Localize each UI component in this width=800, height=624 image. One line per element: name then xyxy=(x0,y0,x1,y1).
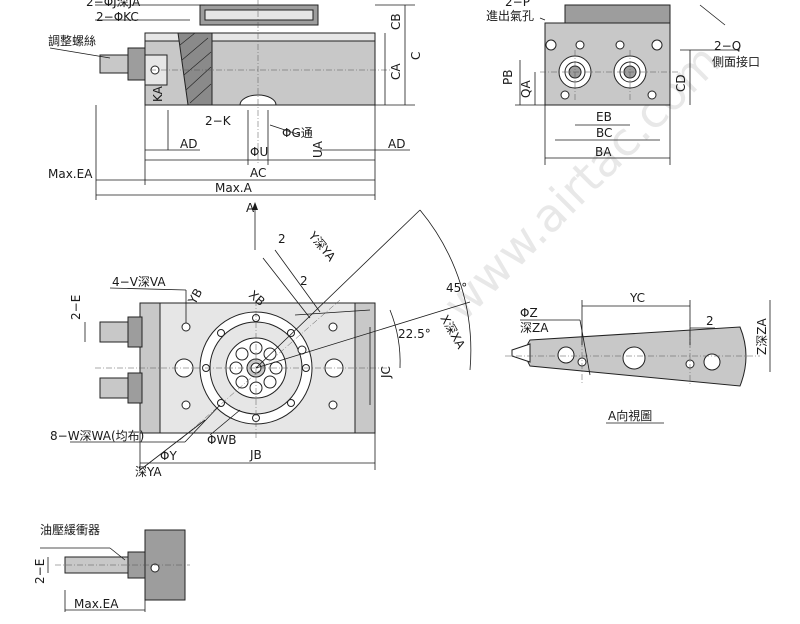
label-two-b: 2 xyxy=(300,274,308,288)
label-wb: ΦWB xyxy=(207,433,237,447)
label-ua: UA xyxy=(311,140,325,158)
label-ka: KA xyxy=(151,85,165,102)
label-y: ΦY xyxy=(160,449,177,463)
label-cd: CD xyxy=(674,74,688,92)
label-ad-left: AD xyxy=(180,137,197,151)
label-oil-buffer: 油壓緩衝器 xyxy=(40,523,100,537)
front-top-strip xyxy=(144,32,376,42)
label-two-a: 2 xyxy=(278,232,286,246)
top-view: 4−V深VA 2−E YB XB 2 Y深YA 2 45° X深XA 22.5°… xyxy=(50,209,472,479)
side-table xyxy=(564,4,671,24)
label-ad-right: AD xyxy=(388,137,405,151)
label-angle-22: 22.5° xyxy=(398,327,431,341)
label-two: 2 xyxy=(706,314,714,328)
label-z-za: Z深ZA xyxy=(755,318,769,355)
front-table-ridge xyxy=(204,9,314,21)
label-g-through: ΦG通 xyxy=(282,126,313,140)
front-section-hatch xyxy=(177,32,213,106)
label-w-depth: 8−W深WA(均布) xyxy=(50,429,144,443)
label-u: ΦU xyxy=(250,145,268,159)
label-q: 2−Q xyxy=(714,39,741,53)
label-buffer-e: 2−E xyxy=(33,559,47,584)
a-view: ΦZ 深ZA YC 2 Z深ZA A向視圖 xyxy=(505,291,771,424)
front-view: 2−ΦJ深JA 2−ΦKC 調整螺絲 KA 2−K AD ΦG通 ΦU UA A… xyxy=(48,0,423,250)
label-z: ΦZ xyxy=(520,306,538,320)
label-port: 進出氣孔 xyxy=(486,9,534,23)
side-view: 2−P 進出氣孔 2−Q 側面接口 PB QA CD EB BC BA xyxy=(486,0,760,165)
label-a-view-caption: A向視圖 xyxy=(608,408,652,423)
label-ba: BA xyxy=(595,145,612,159)
label-k: 2−K xyxy=(205,114,232,128)
label-j-depth: 2−ΦJ深JA xyxy=(86,0,141,9)
label-buffer-max-ea: Max.EA xyxy=(74,597,119,611)
buffer-view: 油壓緩衝器 2−E Max.EA xyxy=(33,523,190,612)
label-e: 2−E xyxy=(69,295,83,320)
label-bc: BC xyxy=(596,126,612,140)
label-max-ea: Max.EA xyxy=(48,167,93,181)
label-c: C xyxy=(409,52,423,60)
label-pb: PB xyxy=(501,70,515,85)
label-adjust-screw: 調整螺絲 xyxy=(48,33,96,48)
label-jc: JC xyxy=(379,366,393,379)
label-eb: EB xyxy=(596,110,612,124)
label-ac: AC xyxy=(250,166,266,180)
front-nut xyxy=(127,47,146,81)
label-cb: CB xyxy=(389,13,403,30)
label-yc: YC xyxy=(629,291,645,305)
label-p: 2−P xyxy=(505,0,530,9)
label-v-depth: 4−V深VA xyxy=(112,275,166,289)
label-za-depth: 深ZA xyxy=(520,321,549,335)
label-y-depth: Y深YA xyxy=(305,228,339,264)
label-a-arrow: A xyxy=(246,201,255,215)
label-kc: 2−ΦKC xyxy=(96,10,139,24)
label-qa: QA xyxy=(519,80,533,98)
label-angle-45: 45° xyxy=(446,281,467,295)
label-ya: 深YA xyxy=(135,465,162,479)
label-side-port: 側面接口 xyxy=(712,54,760,69)
label-jb: JB xyxy=(249,448,262,462)
label-max-a: Max.A xyxy=(215,181,253,195)
label-ca: CA xyxy=(389,63,403,80)
